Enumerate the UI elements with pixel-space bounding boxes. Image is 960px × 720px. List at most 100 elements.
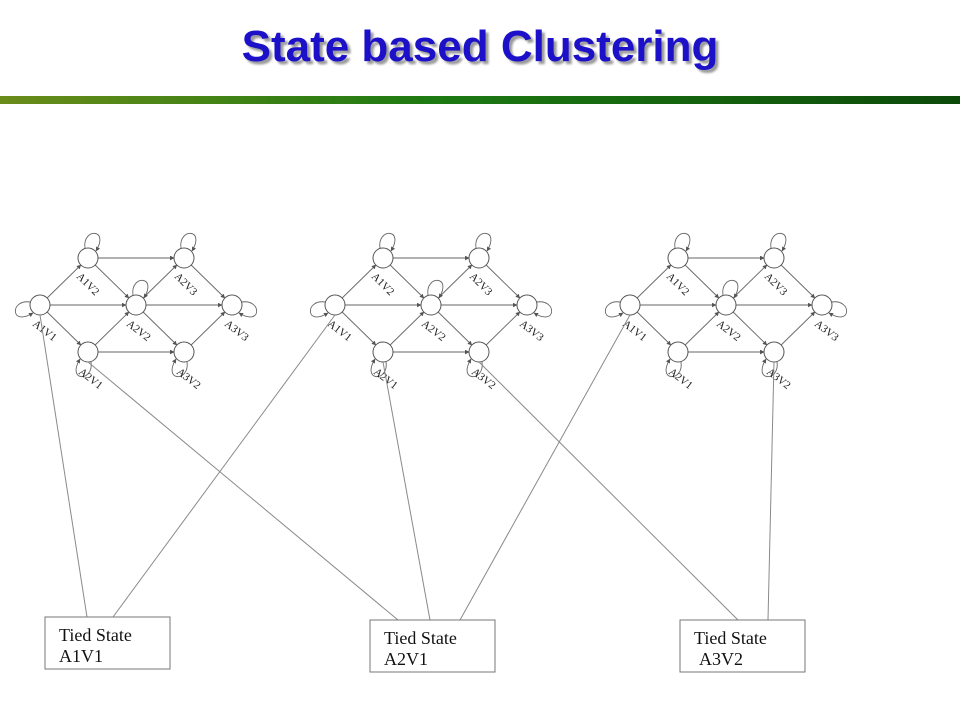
- transition-edge: [46, 311, 82, 346]
- self-loop: [466, 358, 483, 378]
- self-loop: [379, 232, 396, 252]
- state-label: A2V2: [124, 318, 153, 344]
- state-label: A3V2: [469, 366, 498, 392]
- state-label: A2V2: [419, 318, 448, 344]
- state-node-a3v2: [468, 341, 490, 363]
- tie-line: [459, 314, 631, 621]
- state-label: A1V2: [369, 271, 396, 298]
- self-loop: [132, 279, 149, 299]
- state-node-a3v2: [763, 341, 785, 363]
- transition-edge: [94, 264, 130, 299]
- tie-lines: [39, 314, 775, 621]
- state-node-a1v1: [324, 294, 346, 316]
- state-node-a2v1: [77, 341, 99, 363]
- state-node-a1v1: [29, 294, 51, 316]
- state-node-a2v1: [667, 341, 689, 363]
- self-loop: [84, 232, 101, 252]
- tied-state-heading: Tied State: [384, 628, 457, 648]
- transition-edge: [190, 264, 226, 299]
- tie-line: [767, 361, 775, 621]
- tied-state-heading: Tied State: [59, 625, 132, 645]
- state-node-a3v2: [173, 341, 195, 363]
- transition-edge: [780, 264, 816, 299]
- state-label: A2V2: [714, 318, 743, 344]
- transition-edge: [636, 264, 672, 299]
- state-label: A3V2: [764, 366, 793, 392]
- transition-edge: [190, 311, 226, 346]
- state-node-a3v3: [811, 294, 833, 316]
- self-loop: [665, 358, 682, 378]
- state-label: A2V3: [762, 271, 790, 299]
- state-label: A3V3: [812, 318, 841, 344]
- state-label: A2V3: [172, 271, 200, 299]
- tie-line: [87, 361, 399, 621]
- state-node-a3v3: [516, 294, 538, 316]
- tied-state-frame: [679, 619, 806, 673]
- transition-edge: [732, 311, 768, 346]
- transition-edge: [485, 264, 521, 299]
- self-loop: [180, 232, 197, 252]
- transition-edge: [684, 311, 720, 346]
- self-loop: [722, 279, 739, 299]
- transition-edge: [437, 264, 473, 299]
- title-divider: [0, 96, 960, 104]
- transition-edge: [389, 311, 425, 346]
- slide-title: State based Clustering: [241, 22, 719, 71]
- transition-edge: [389, 264, 425, 299]
- transition-edge: [485, 311, 521, 346]
- state-node-a2v3: [763, 247, 785, 269]
- self-loop: [828, 301, 848, 318]
- tied-state-name: A3V2: [699, 649, 743, 669]
- self-loop: [770, 232, 787, 252]
- state-label: A1V2: [664, 271, 691, 298]
- transition-edge: [684, 264, 720, 299]
- state-node-a2v1: [372, 341, 394, 363]
- tied-state-name: A2V1: [384, 649, 428, 669]
- transition-edge: [732, 264, 768, 299]
- transition-edge: [142, 264, 178, 299]
- state-node-a1v2: [372, 247, 394, 269]
- transition-edge: [437, 311, 473, 346]
- transition-edge: [142, 311, 178, 346]
- state-node-a2v2: [420, 294, 442, 316]
- self-loop: [761, 358, 778, 378]
- self-loop: [171, 358, 188, 378]
- state-node-a1v2: [667, 247, 689, 269]
- state-node-a2v3: [173, 247, 195, 269]
- transition-edge: [94, 311, 130, 346]
- tie-line: [112, 314, 336, 618]
- state-label: A3V3: [222, 318, 251, 344]
- tied-state-frame: [369, 619, 496, 673]
- transition-edge: [341, 311, 377, 346]
- tie-line: [478, 361, 739, 621]
- state-label: A1V1: [30, 318, 59, 344]
- state-label: A3V3: [517, 318, 546, 344]
- state-label: A1V1: [620, 318, 649, 344]
- self-loop: [674, 232, 691, 252]
- state-node-a1v2: [77, 247, 99, 269]
- state-label: A1V2: [74, 271, 101, 298]
- transition-edge: [46, 264, 82, 299]
- self-loop: [604, 301, 624, 318]
- tie-line: [382, 361, 431, 621]
- self-loop: [370, 358, 387, 378]
- state-node-a2v3: [468, 247, 490, 269]
- state-node-a1v1: [619, 294, 641, 316]
- self-loop: [238, 301, 258, 318]
- state-label: A2V3: [467, 271, 495, 299]
- state-node-a2v2: [715, 294, 737, 316]
- self-loop: [475, 232, 492, 252]
- transition-edge: [341, 264, 377, 299]
- self-loop: [14, 301, 34, 318]
- tied-state-heading: Tied State: [694, 628, 767, 648]
- state-node-a3v3: [221, 294, 243, 316]
- self-loop: [75, 358, 92, 378]
